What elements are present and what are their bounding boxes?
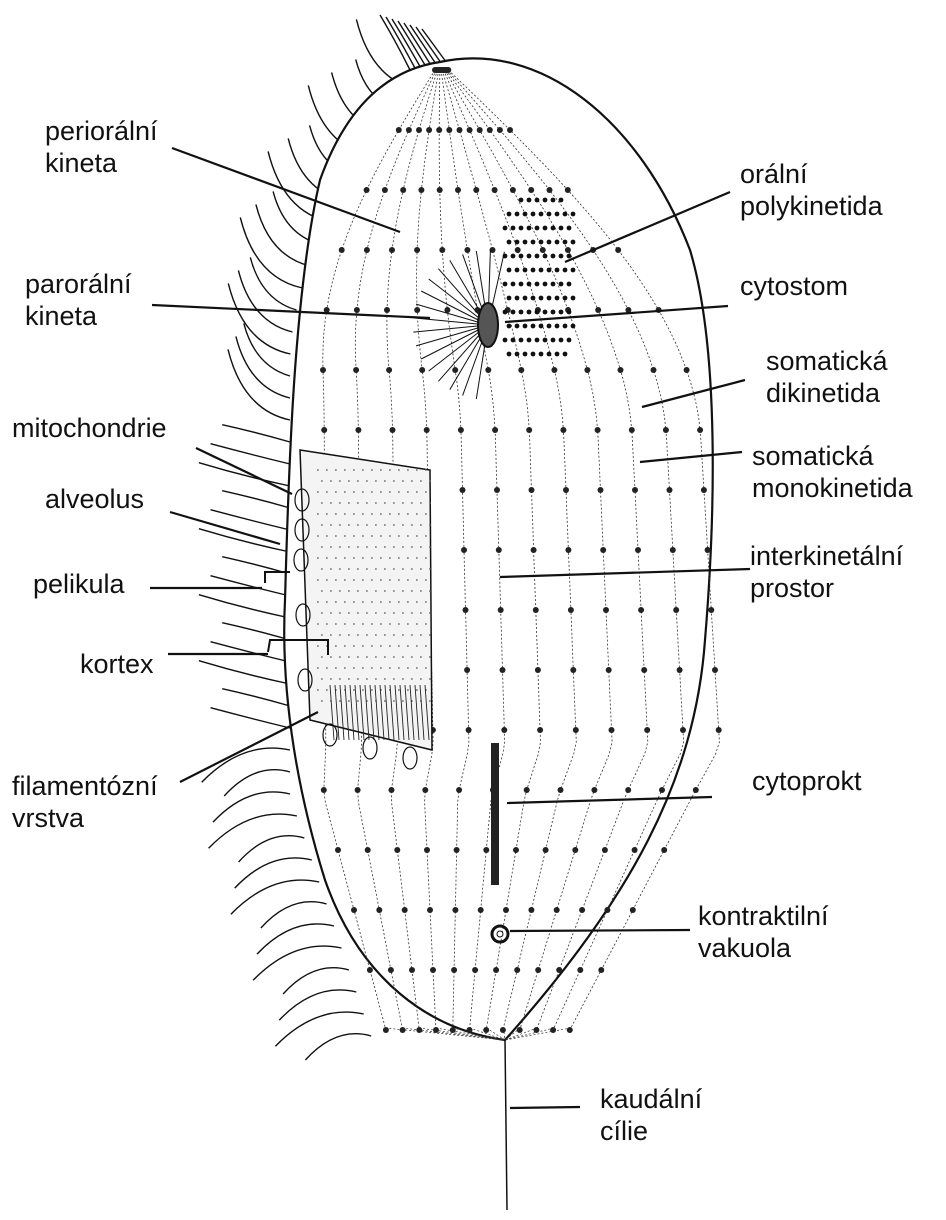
label-kaudální-cílie: kaudální cílie xyxy=(600,1083,702,1147)
label-pelikula: pelikula xyxy=(33,568,125,600)
label-kontraktilní-vakuola: kontraktilní vakuola xyxy=(698,900,829,964)
label-parorální-kineta: parorální kineta xyxy=(25,268,132,332)
label-interkinetální-prostor: interkinetální prostor xyxy=(750,540,903,604)
label-cytoprokt: cytoprokt xyxy=(752,765,862,797)
label-mitochondrie: mitochondrie xyxy=(12,412,167,444)
label-somatická-dikinetida: somatická dikinetida xyxy=(766,345,888,409)
cytoprokt-mark xyxy=(491,743,499,885)
label-cytostom: cytostom xyxy=(740,270,848,302)
label-somatická-monokinetida: somatická monokinetida xyxy=(752,440,913,504)
label-kortex: kortex xyxy=(80,648,154,680)
label-alveolus: alveolus xyxy=(45,483,144,515)
label-periorální-kineta: periorální kineta xyxy=(45,115,158,179)
cytostom-mark xyxy=(478,303,498,347)
label-filamentózní-vrstva: filamentózní vrstva xyxy=(12,770,158,834)
label-orální-polykinetida: orální polykinetida xyxy=(740,158,883,222)
kaudalni-cilie-mark xyxy=(505,1040,507,1210)
